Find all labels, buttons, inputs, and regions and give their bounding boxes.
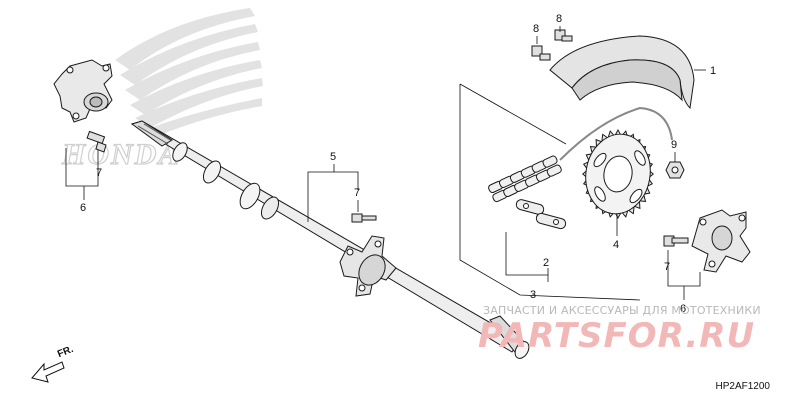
front-direction-arrow <box>31 361 65 383</box>
assembly-bracket <box>459 84 641 301</box>
sprocket-nut <box>665 161 685 179</box>
case-bolt-upper <box>554 29 573 42</box>
honda-wing-watermark <box>115 8 263 135</box>
left-wheel-hub <box>53 59 113 123</box>
callout-5: 5 <box>330 151 336 163</box>
watermark-caption: ЗАПЧАСТИ И АКСЕССУАРЫ ДЛЯ МОТОТЕХНИКИ <box>483 304 761 317</box>
callout-6-left: 6 <box>80 202 86 214</box>
callout-4: 4 <box>613 239 619 251</box>
callout-7-axle: 7 <box>354 187 360 199</box>
axle-hub-bolt <box>351 213 377 223</box>
chain-case-cover <box>549 35 695 110</box>
axle-hub-flange <box>339 235 397 297</box>
rear-axle-shaft <box>130 120 530 359</box>
diagram-code: HP2AF1200 <box>715 381 770 392</box>
callout-7-left: 7 <box>96 167 102 179</box>
callout-8-upper: 8 <box>556 13 562 25</box>
callout-2: 2 <box>543 257 549 269</box>
callout-7-right: 7 <box>664 261 670 273</box>
callout-8-lower: 8 <box>533 23 539 35</box>
case-bolt-lower <box>531 45 551 61</box>
left-hub-bolt <box>86 130 107 153</box>
leader-lines <box>65 26 706 300</box>
drive-chain <box>488 106 673 203</box>
callout-3: 3 <box>530 289 536 301</box>
watermark-site-logo: PARTSFOR.RU <box>478 316 756 356</box>
driven-sprocket <box>582 128 654 220</box>
assembly-bracket-top <box>459 83 567 145</box>
right-hub-bolt <box>663 235 689 247</box>
callout-9: 9 <box>671 139 677 151</box>
chain-master-link <box>515 199 567 230</box>
right-wheel-hub <box>691 209 751 273</box>
callout-1: 1 <box>710 65 716 77</box>
callout-6-right: 6 <box>680 303 686 315</box>
